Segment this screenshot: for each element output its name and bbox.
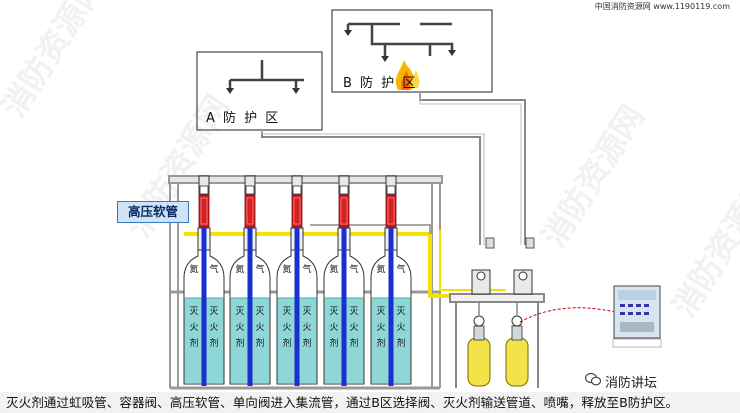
caption: 灭火剂通过虹吸管、容器阀、高压软管、单向阀进入集流管，通过B区选择阀、灭火剂输送… (0, 392, 740, 413)
cylinder-1-label-gas: 气 (209, 263, 218, 275)
watermark-text-3: 消防资源网 (535, 98, 652, 254)
cylinder-4-check-valve-window (339, 185, 349, 195)
wechat-icon (585, 372, 601, 386)
selector-valves (471, 269, 533, 295)
cylinder-1-high-pressure-hose (198, 194, 210, 228)
zone-b-nozzle-2 (448, 50, 456, 56)
watermark: 消防资源网 消防资源网 消防资源网 消防资源网 (0, 0, 740, 324)
cylinder-1-siphon-tube (201, 228, 207, 386)
cylinder-5-agent-right-2: 火 (396, 322, 405, 333)
cylinder-1-agent-left-1: 灭 (189, 306, 198, 317)
zone-b-box (331, 9, 493, 93)
pressure-switch-icons (485, 237, 535, 249)
zone-a-label: A 防 护 区 (206, 111, 281, 126)
cylinder-1-check-valve-window (199, 185, 209, 195)
driver-gas-cylinders (467, 302, 529, 387)
cylinder-2-agent-right-3: 剂 (255, 337, 264, 349)
cylinder-5-label-nitrogen: 氮 (376, 263, 385, 275)
cylinder-5-hose-highlight (387, 197, 395, 225)
cylinder-3-hose-highlight (293, 197, 301, 225)
cylinder-1-agent-left-3: 剂 (189, 337, 198, 349)
cylinder-3-agent-left-1: 灭 (282, 306, 291, 317)
fire-flame-icon (395, 60, 420, 90)
selector-valve-stand (449, 293, 545, 388)
zone-b-label: B 防 护 区 (343, 76, 418, 91)
cylinder-2-siphon-tube (247, 228, 253, 386)
cylinder-3-high-pressure-hose (291, 194, 303, 228)
cylinder-2-agent-right-2: 火 (255, 322, 264, 333)
site-header: 中国消防资源网 www.1190119.com (594, 2, 730, 11)
zone-b-nozzle-3 (381, 56, 389, 62)
cylinder-2-check-valve-window (245, 185, 255, 195)
cylinder-5-agent-left-2: 火 (376, 322, 385, 333)
cylinder-5-agent-right-1: 灭 (396, 306, 405, 317)
cylinder-4-agent-left-3: 剂 (329, 337, 338, 349)
cylinder-3-siphon-tube (294, 228, 300, 386)
agent-cylinders: 氮气灭灭火火剂剂氮气灭灭火火剂剂氮气灭灭火火剂剂氮气灭灭火火剂剂氮气灭灭火火剂剂 (183, 175, 412, 386)
cylinder-4-siphon-tube (341, 228, 347, 386)
cylinder-1-agent-right-3: 剂 (209, 337, 218, 349)
watermark-text-4: 消防资源网 (665, 168, 740, 324)
cylinder-2-agent-left-3: 剂 (235, 337, 244, 349)
cylinder-3-agent-right-2: 火 (302, 322, 311, 333)
cylinder-5-agent-left-3: 剂 (376, 337, 385, 349)
cylinder-2-hose-highlight (246, 197, 254, 225)
cylinder-2-label-nitrogen: 氮 (235, 263, 244, 275)
cylinder-4-label-nitrogen: 氮 (329, 263, 338, 275)
cylinder-3-label-gas: 气 (302, 263, 311, 275)
cylinder-5-label-gas: 气 (396, 263, 405, 275)
cylinder-3-agent-left-2: 火 (282, 322, 291, 333)
cylinder-3-label-nitrogen: 氮 (282, 263, 291, 275)
cylinder-1-agent-right-2: 火 (209, 322, 218, 333)
cylinder-2-agent-right-1: 灭 (255, 306, 264, 317)
zone-a-nozzle-left (226, 88, 234, 94)
zone-a-box (196, 51, 323, 131)
cylinder-4-agent-left-2: 火 (329, 322, 338, 333)
cylinder-3-agent-right-3: 剂 (302, 337, 311, 349)
cylinder-2-agent-left-2: 火 (235, 322, 244, 333)
cylinder-4-agent-right-1: 灭 (349, 306, 358, 317)
cylinder-4-agent-right-3: 剂 (349, 337, 358, 349)
cylinder-3-agent-left-3: 剂 (282, 337, 291, 349)
cylinder-5-agent-right-3: 剂 (396, 337, 405, 349)
cylinder-1-agent-left-2: 火 (189, 322, 198, 333)
brand-name: 消防讲坛 (605, 376, 658, 391)
zone-a-nozzle-pipe (228, 60, 304, 88)
watermark-text-1: 消防资源网 (0, 0, 112, 124)
cylinder-5-agent-left-1: 灭 (376, 306, 385, 317)
cylinder-3-agent-right-1: 灭 (302, 306, 311, 317)
cylinder-1-hose-highlight (200, 197, 208, 225)
cylinder-1-agent-right-1: 灭 (209, 306, 218, 317)
control-signal-line (519, 307, 616, 323)
zone-b-nozzle-1 (344, 30, 352, 36)
cylinder-4-high-pressure-hose (338, 194, 350, 228)
cylinder-4-agent-right-2: 火 (349, 322, 358, 333)
cylinder-2-label-gas: 气 (255, 263, 264, 275)
high-pressure-hose-label: 高压软管 (117, 201, 189, 223)
fire-control-panel (612, 285, 662, 348)
cylinder-3-check-valve-window (292, 185, 302, 195)
cylinder-1-label-nitrogen: 氮 (189, 263, 198, 275)
zone-b-nozzle-pipe (346, 22, 454, 56)
cylinder-2-high-pressure-hose (244, 194, 256, 228)
zone-a-nozzle-right (292, 88, 300, 94)
cylinder-2-agent-left-1: 灭 (235, 306, 244, 317)
cylinder-4-hose-highlight (340, 197, 348, 225)
supply-pipes (261, 92, 526, 245)
cylinder-5-high-pressure-hose (385, 194, 397, 228)
cylinder-5-siphon-tube (388, 228, 394, 386)
cylinder-4-label-gas: 气 (349, 263, 358, 275)
cylinder-4-agent-left-1: 灭 (329, 306, 338, 317)
cylinder-5-check-valve-window (386, 185, 396, 195)
